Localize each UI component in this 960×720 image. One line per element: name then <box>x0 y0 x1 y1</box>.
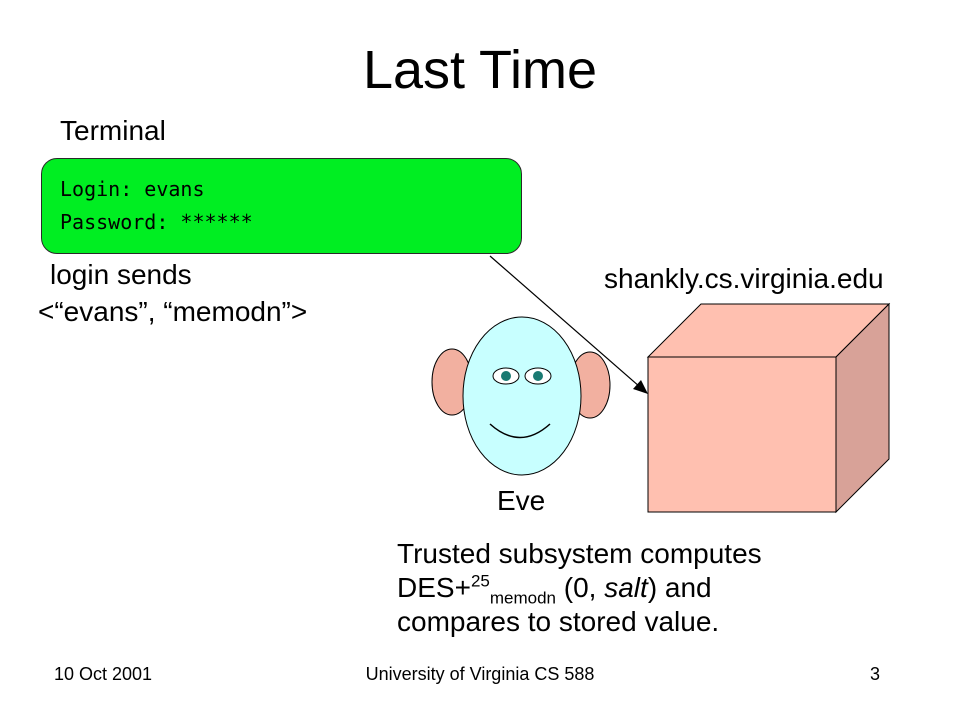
terminal-login-line: Login: evans <box>60 177 205 201</box>
eve-label: Eve <box>497 485 546 516</box>
description-line-2: DES+25memodn (0, salt) and <box>397 571 762 608</box>
description-line-1: Trusted subsystem computes <box>397 538 762 569</box>
terminal-password-line: Password: ****** <box>60 210 253 234</box>
slide-title: Last Time <box>362 40 598 100</box>
des-key: memodn <box>489 588 556 608</box>
footer-course: University of Virginia CS 588 <box>365 664 595 684</box>
description-line-3: compares to stored value. <box>397 606 720 637</box>
eve-head <box>462 316 582 476</box>
server-hostname-label: shankly.cs.virginia.edu <box>604 263 884 294</box>
footer-date: 10 Oct 2001 <box>54 664 153 684</box>
description-text: Trusted subsystem computes DES+25memodn … <box>397 537 762 639</box>
login-sends-label: login sends <box>50 259 192 290</box>
des-salt: salt <box>604 572 648 603</box>
login-tuple-label: <“evans”, “memodn”> <box>38 296 308 327</box>
server-cube-front <box>647 356 837 513</box>
des-exponent: 25 <box>470 571 490 591</box>
des-prefix: DES+ <box>397 572 471 603</box>
footer-page-number: 3 <box>870 664 881 684</box>
des-args-close: ) and <box>647 572 712 603</box>
eve-left-pupil <box>501 371 511 381</box>
message-arrow-head <box>633 380 648 394</box>
terminal-box: Login: evans Password: ****** <box>41 158 522 254</box>
terminal-label: Terminal <box>60 115 166 146</box>
des-args-open: (0, <box>556 572 605 603</box>
eve-mouth <box>489 423 551 439</box>
message-arrow-line <box>489 255 641 388</box>
eve-face <box>431 316 611 476</box>
server-cube <box>646 302 891 514</box>
eve-right-pupil <box>533 371 543 381</box>
